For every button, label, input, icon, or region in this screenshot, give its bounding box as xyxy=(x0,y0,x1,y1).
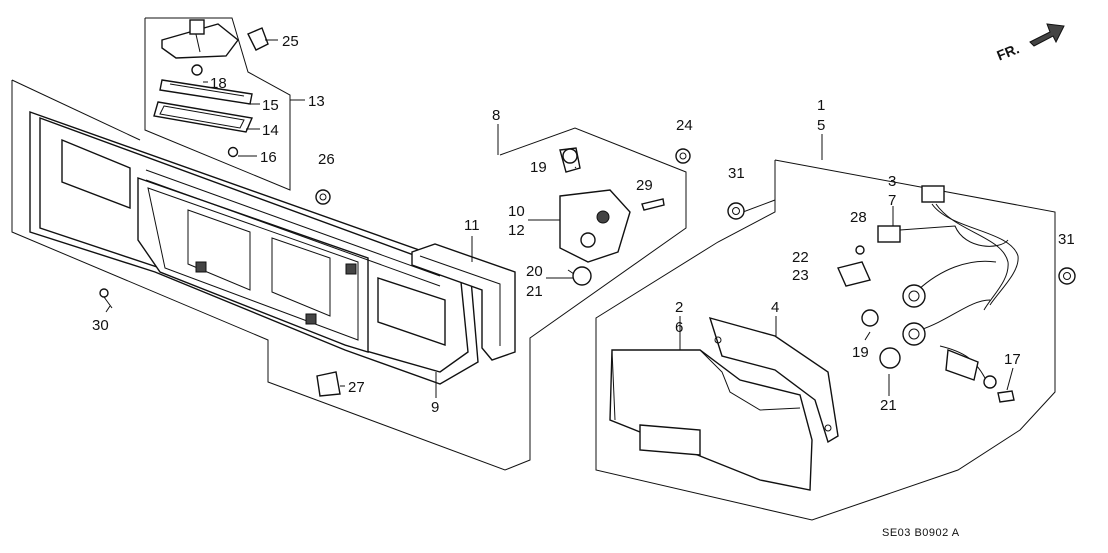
label-19-lower: 19 xyxy=(852,344,869,361)
taillight-lens xyxy=(609,349,813,491)
wiring-harness xyxy=(877,185,1019,389)
label-7: 7 xyxy=(888,192,896,209)
front-direction-label: FR. xyxy=(994,40,1021,63)
license-gasket-14 xyxy=(153,101,253,133)
nut-24 xyxy=(675,148,691,164)
license-light-housing xyxy=(161,19,239,59)
clip-25 xyxy=(247,27,269,51)
bulb-19-lower xyxy=(861,309,879,327)
label-6: 6 xyxy=(675,319,683,336)
label-26: 26 xyxy=(318,151,335,168)
rear-garnish-panel xyxy=(29,111,479,385)
grommet-31-right xyxy=(1058,267,1076,285)
arrow-icon xyxy=(1029,23,1065,47)
label-23: 23 xyxy=(792,267,809,284)
grommet-31-center xyxy=(727,202,745,220)
label-5: 5 xyxy=(817,117,825,134)
label-4: 4 xyxy=(771,299,779,316)
label-11: 11 xyxy=(464,217,480,234)
label-17: 17 xyxy=(1004,351,1021,368)
label-22: 22 xyxy=(792,249,809,266)
label-31-center: 31 xyxy=(728,165,745,182)
label-29: 29 xyxy=(636,177,653,194)
front-direction-arrow: FR. xyxy=(994,23,1065,64)
screw-29 xyxy=(641,198,665,211)
label-31-right: 31 xyxy=(1058,231,1075,248)
clip-17 xyxy=(997,390,1015,403)
diagram-code: SE03 B0902 A xyxy=(882,527,960,539)
label-2: 2 xyxy=(675,299,683,316)
label-13: 13 xyxy=(308,93,325,110)
label-19-upper: 19 xyxy=(530,159,547,176)
label-18: 18 xyxy=(210,75,227,92)
label-28: 28 xyxy=(850,209,867,226)
screw-28 xyxy=(855,245,865,255)
label-10: 10 xyxy=(508,203,525,220)
label-14: 14 xyxy=(262,122,279,139)
clip-18 xyxy=(191,64,203,76)
label-30: 30 xyxy=(92,317,109,334)
label-24: 24 xyxy=(676,117,693,134)
taillight-group-frame xyxy=(595,159,1056,521)
screw-30 xyxy=(99,288,113,309)
garnish-group-frame xyxy=(11,80,687,471)
license-light-group-frame xyxy=(144,17,291,191)
label-12: 12 xyxy=(508,222,525,239)
label-20: 20 xyxy=(526,263,543,280)
label-21-upper: 21 xyxy=(526,283,543,300)
label-25: 25 xyxy=(282,33,299,50)
socket-housing xyxy=(559,189,631,263)
taillight-gasket xyxy=(708,316,839,444)
part-labels: 25 18 13 15 14 16 26 8 19 24 29 10 12 11… xyxy=(92,33,1075,416)
label-3: 3 xyxy=(888,173,896,190)
leader-lines xyxy=(105,39,1014,398)
bulb-21-lower xyxy=(879,347,901,369)
garnish-bracket xyxy=(411,243,516,361)
label-1: 1 xyxy=(817,97,825,114)
clip-27 xyxy=(316,371,341,397)
label-15: 15 xyxy=(262,97,279,114)
license-lens-15 xyxy=(159,79,253,105)
label-16: 16 xyxy=(260,149,277,166)
label-27: 27 xyxy=(348,379,365,396)
socket-22-23 xyxy=(837,261,871,287)
grommet-26 xyxy=(315,189,331,205)
label-21-lower: 21 xyxy=(880,397,897,414)
label-8: 8 xyxy=(492,107,500,124)
bulb-19-upper xyxy=(559,147,581,173)
screw-16 xyxy=(227,146,239,158)
bulb-20-21 xyxy=(567,266,592,286)
label-9: 9 xyxy=(431,399,439,416)
